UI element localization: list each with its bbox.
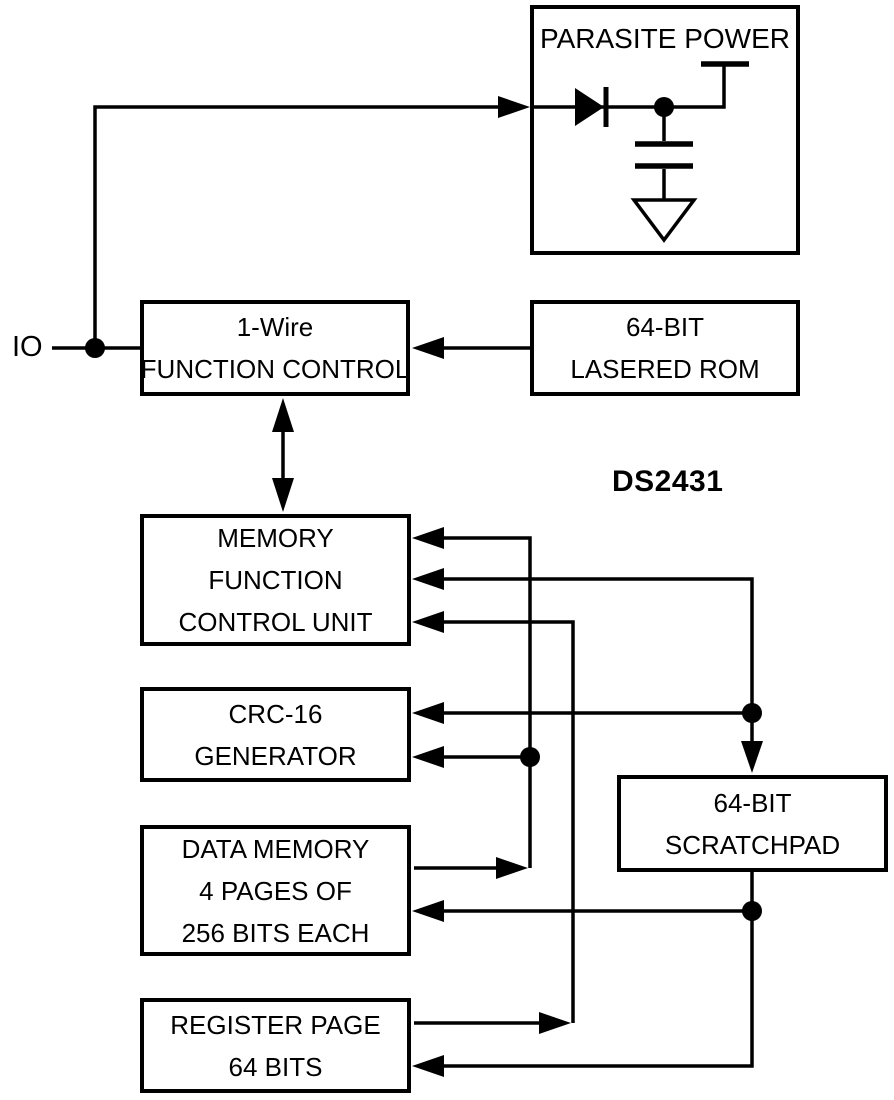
wire-scratchpad-bus-lower (444, 872, 754, 1068)
arrowhead-into-register-page (412, 1055, 444, 1077)
arrowhead-into-mfcu-1 (412, 527, 444, 549)
arrowhead-into-parasite-power (498, 96, 530, 118)
arrowhead-into-mfcu-3 (412, 611, 444, 633)
register-page-line-1: REGISTER PAGE (170, 1009, 381, 1040)
arrowhead-data-memory-to-bus (496, 857, 528, 879)
one-wire-line-1: 1-Wire (236, 312, 314, 342)
scratchpad-line-1: 64-BIT (713, 787, 792, 818)
arrowhead-register-to-bus (539, 1012, 571, 1034)
rom-line-1: 64-BIT (625, 312, 705, 342)
junction-dot-bus1 (520, 747, 540, 767)
arrowhead-down-bidirectional (272, 478, 294, 512)
data-memory-box: DATA MEMORY 4 PAGES OF 256 BITS EACH (140, 825, 411, 956)
part-number-label: DS2431 (612, 465, 724, 498)
crc-line-1: CRC-16 (228, 698, 323, 729)
capacitor-icon (635, 141, 693, 169)
arrowhead-up-bidirectional (272, 398, 294, 432)
scratchpad-box: 64-BIT SCRATCHPAD (617, 775, 888, 872)
arrowhead-into-function-control (412, 337, 444, 359)
register-page-box: REGISTER PAGE 64 BITS (140, 998, 411, 1093)
mfcu-line-3: CONTROL UNIT (178, 607, 373, 637)
scratchpad-line-2: SCRATCHPAD (664, 829, 841, 860)
junction-dot-io (85, 338, 105, 358)
wire-register-bus (444, 620, 575, 1023)
crc16-generator-box: CRC-16 GENERATOR (140, 687, 411, 782)
rom-line-2: LASERED ROM (570, 354, 760, 384)
wire-data-memory-bus (444, 536, 532, 868)
register-page-line-2: 64 BITS (228, 1051, 323, 1082)
data-memory-line-2: 4 PAGES OF (199, 875, 352, 906)
one-wire-line-2: FUNCTION CONTROL (140, 354, 410, 384)
one-wire-function-control-box: 1-Wire FUNCTION CONTROL (140, 300, 410, 396)
memory-function-control-unit-box: MEMORY FUNCTION CONTROL UNIT (140, 514, 411, 646)
wire-io-to-parasite (93, 105, 500, 348)
data-memory-line-3: 256 BITS EACH (181, 917, 370, 948)
arrowhead-into-mfcu-2 (412, 568, 444, 590)
ground-icon (630, 198, 698, 243)
data-memory-line-1: DATA MEMORY (181, 833, 370, 864)
arrowhead-into-crc-2 (412, 746, 444, 768)
diode-icon (575, 88, 604, 126)
parasite-power-label: PARASITE POWER (540, 23, 790, 54)
crc-line-2: GENERATOR (194, 740, 357, 771)
arrowhead-into-scratchpad (741, 741, 763, 773)
arrowhead-into-data-memory (412, 900, 444, 922)
io-pin-label: IO (12, 331, 43, 363)
parasite-power-box: PARASITE POWER (530, 5, 800, 255)
mfcu-line-1: MEMORY (217, 523, 334, 553)
arrowhead-into-crc-1 (412, 702, 444, 724)
junction-dot-bus3-upper (742, 703, 762, 723)
lasered-rom-box: 64-BIT LASERED ROM (530, 300, 800, 396)
wire-scratchpad-bus-upper (444, 577, 754, 743)
mfcu-line-2: FUNCTION (208, 565, 343, 595)
